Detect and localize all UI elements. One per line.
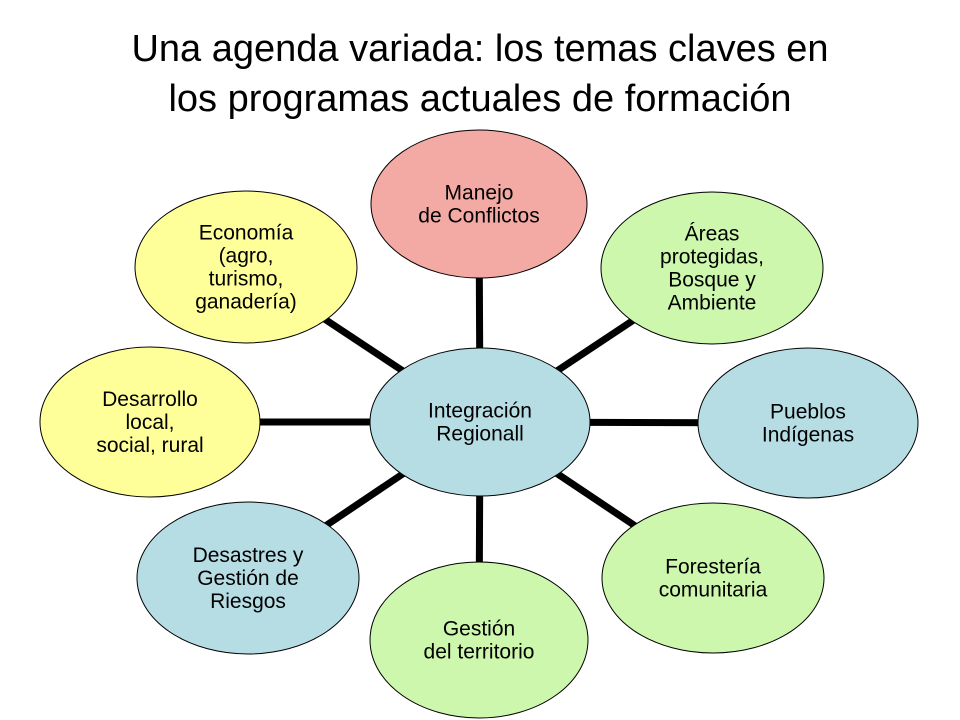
node-gestion-territorio-label-line: del territorio [424,641,535,664]
node-desarrollo-local-ellipse [39,346,261,498]
node-forestria-comunitaria-label-line: comunitaria [659,579,768,602]
node-areas-protegidas-label-line: Bosque y [668,269,756,292]
slide-title: Una agenda variada: los temas claves en … [0,24,960,124]
node-economia-label-line: ganadería) [195,291,297,314]
node-areas-protegidas-label-line: Ambiente [668,292,757,315]
node-desastres-riesgos-label-line: Desastres y [193,544,304,567]
node-economia-label-line: (agro, [219,245,274,268]
title-line-2: los programas actuales de formación [168,78,792,120]
node-desarrollo-local-label-line: local, [125,411,174,434]
node-economia-label-line: Economía [199,222,294,245]
node-manejo-conflictos-label-line: Manejo [445,182,514,205]
node-desastres-riesgos-label-line: Riesgos [210,590,286,613]
node-desarrollo-local-label-line: Desarrollo [102,388,198,411]
node-pueblos-indigenas-label-line: Pueblos [770,401,846,424]
node-desastres-riesgos-ellipse [136,501,360,655]
node-forestria-comunitaria-label-line: Forestería [665,556,761,579]
node-gestion-territorio-label-line: Gestión [443,618,515,641]
center-node-label-line: Regionall [436,423,524,446]
node-economia-ellipse [134,190,358,344]
node-desarrollo-local-label-line: social, rural [96,434,203,457]
node-areas-protegidas-label-line: protegidas, [660,246,764,269]
center-node-label-line: Integración [428,400,532,423]
node-pueblos-indigenas-label-line: Indígenas [762,424,854,447]
node-desastres-riesgos-label-line: Gestión de [197,567,299,590]
center-node-ellipse [369,347,591,497]
node-economia-label-line: turismo, [209,268,284,291]
node-areas-protegidas-ellipse [600,191,824,345]
node-forestria-comunitaria-ellipse [601,502,825,654]
node-pueblos-indigenas-ellipse [697,347,919,499]
node-manejo-conflictos-ellipse [370,129,588,279]
title-line-1: Una agenda variada: los temas claves en [131,28,829,70]
node-areas-protegidas-label-line: Áreas [685,223,740,246]
node-manejo-conflictos-label-line: de Conflictos [418,205,539,228]
node-economia: Economía(agro,turismo,ganadería) [134,190,358,344]
node-gestion-territorio-ellipse [369,561,589,719]
